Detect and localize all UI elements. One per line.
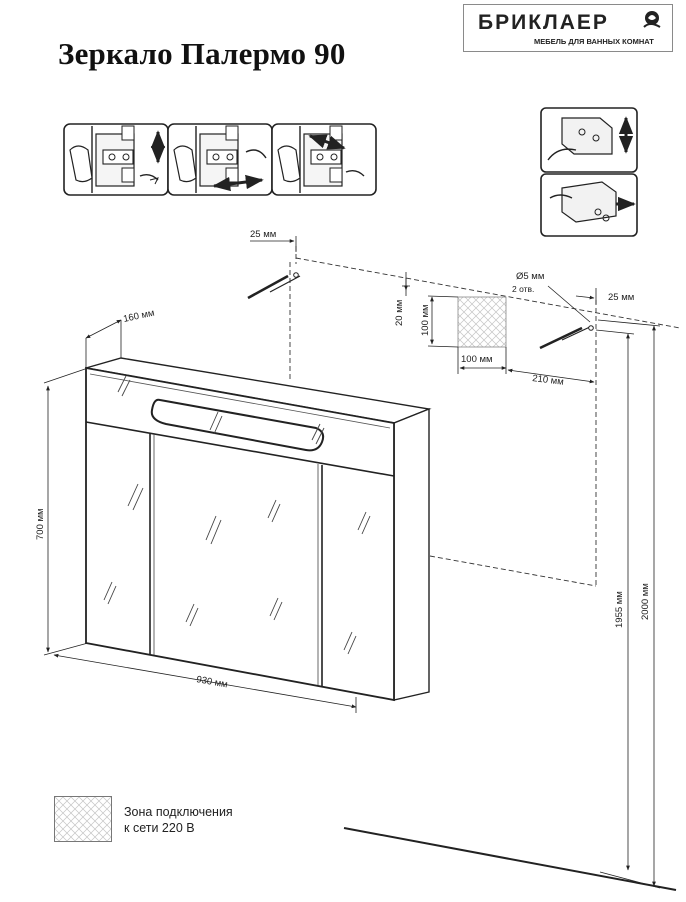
legend-line-1: Зона подключения <box>124 805 233 819</box>
connection-zone <box>457 296 507 348</box>
page-title: Зеркало Палермо 90 <box>58 36 346 71</box>
dim-width: 930 мм <box>195 674 228 690</box>
hinge-panel-vertical-adjust <box>63 123 169 196</box>
hanger-panel-depth <box>540 173 638 237</box>
lamp <box>150 398 325 452</box>
dim-wall-offset: 25 мм <box>608 292 634 303</box>
mirror-cabinet <box>85 357 432 702</box>
brand-block: БРИКЛАЕР МЕБЕЛЬ ДЛЯ ВАННЫХ КОМНАТ <box>463 4 673 52</box>
legend-connection-zone-swatch <box>54 796 112 842</box>
legend-line-2: к сети 220 В <box>124 821 195 835</box>
dim-hole-diameter: Ø5 мм <box>516 271 544 282</box>
dim-zone-side-offset: 210 мм <box>532 373 565 388</box>
brand-tagline: МЕБЕЛЬ ДЛЯ ВАННЫХ КОМНАТ <box>534 37 654 46</box>
mounting-screw-right <box>539 325 594 350</box>
dim-depth: 160 мм <box>122 308 155 325</box>
dim-zone-width: 100 мм <box>461 354 493 365</box>
dimension-lines <box>43 236 661 889</box>
hinge-panel-depth-adjust <box>271 123 377 196</box>
hinge-panel-horizontal-adjust <box>167 123 273 196</box>
dim-zone-height: 100 мм <box>420 304 431 336</box>
hanger-adjustment-panels <box>540 107 638 237</box>
brand-name: БРИКЛАЕР <box>478 11 609 34</box>
dim-hole-height: 1955 мм <box>614 591 625 628</box>
dim-hole-count: 2 отв. <box>512 284 534 294</box>
hanger-panel-height <box>540 107 638 173</box>
dim-top-height: 2000 мм <box>640 583 651 620</box>
mounting-screw-left <box>247 272 301 300</box>
rose-logo-icon <box>643 11 661 28</box>
legend-text: Зона подключения к сети 220 В <box>124 804 233 836</box>
floor-line <box>343 827 677 891</box>
hinge-adjustment-panels <box>63 123 377 196</box>
dim-zone-top-offset: 20 мм <box>394 300 405 326</box>
dim-screw-offset: 25 мм <box>250 229 276 240</box>
dim-height: 700 мм <box>35 508 46 540</box>
